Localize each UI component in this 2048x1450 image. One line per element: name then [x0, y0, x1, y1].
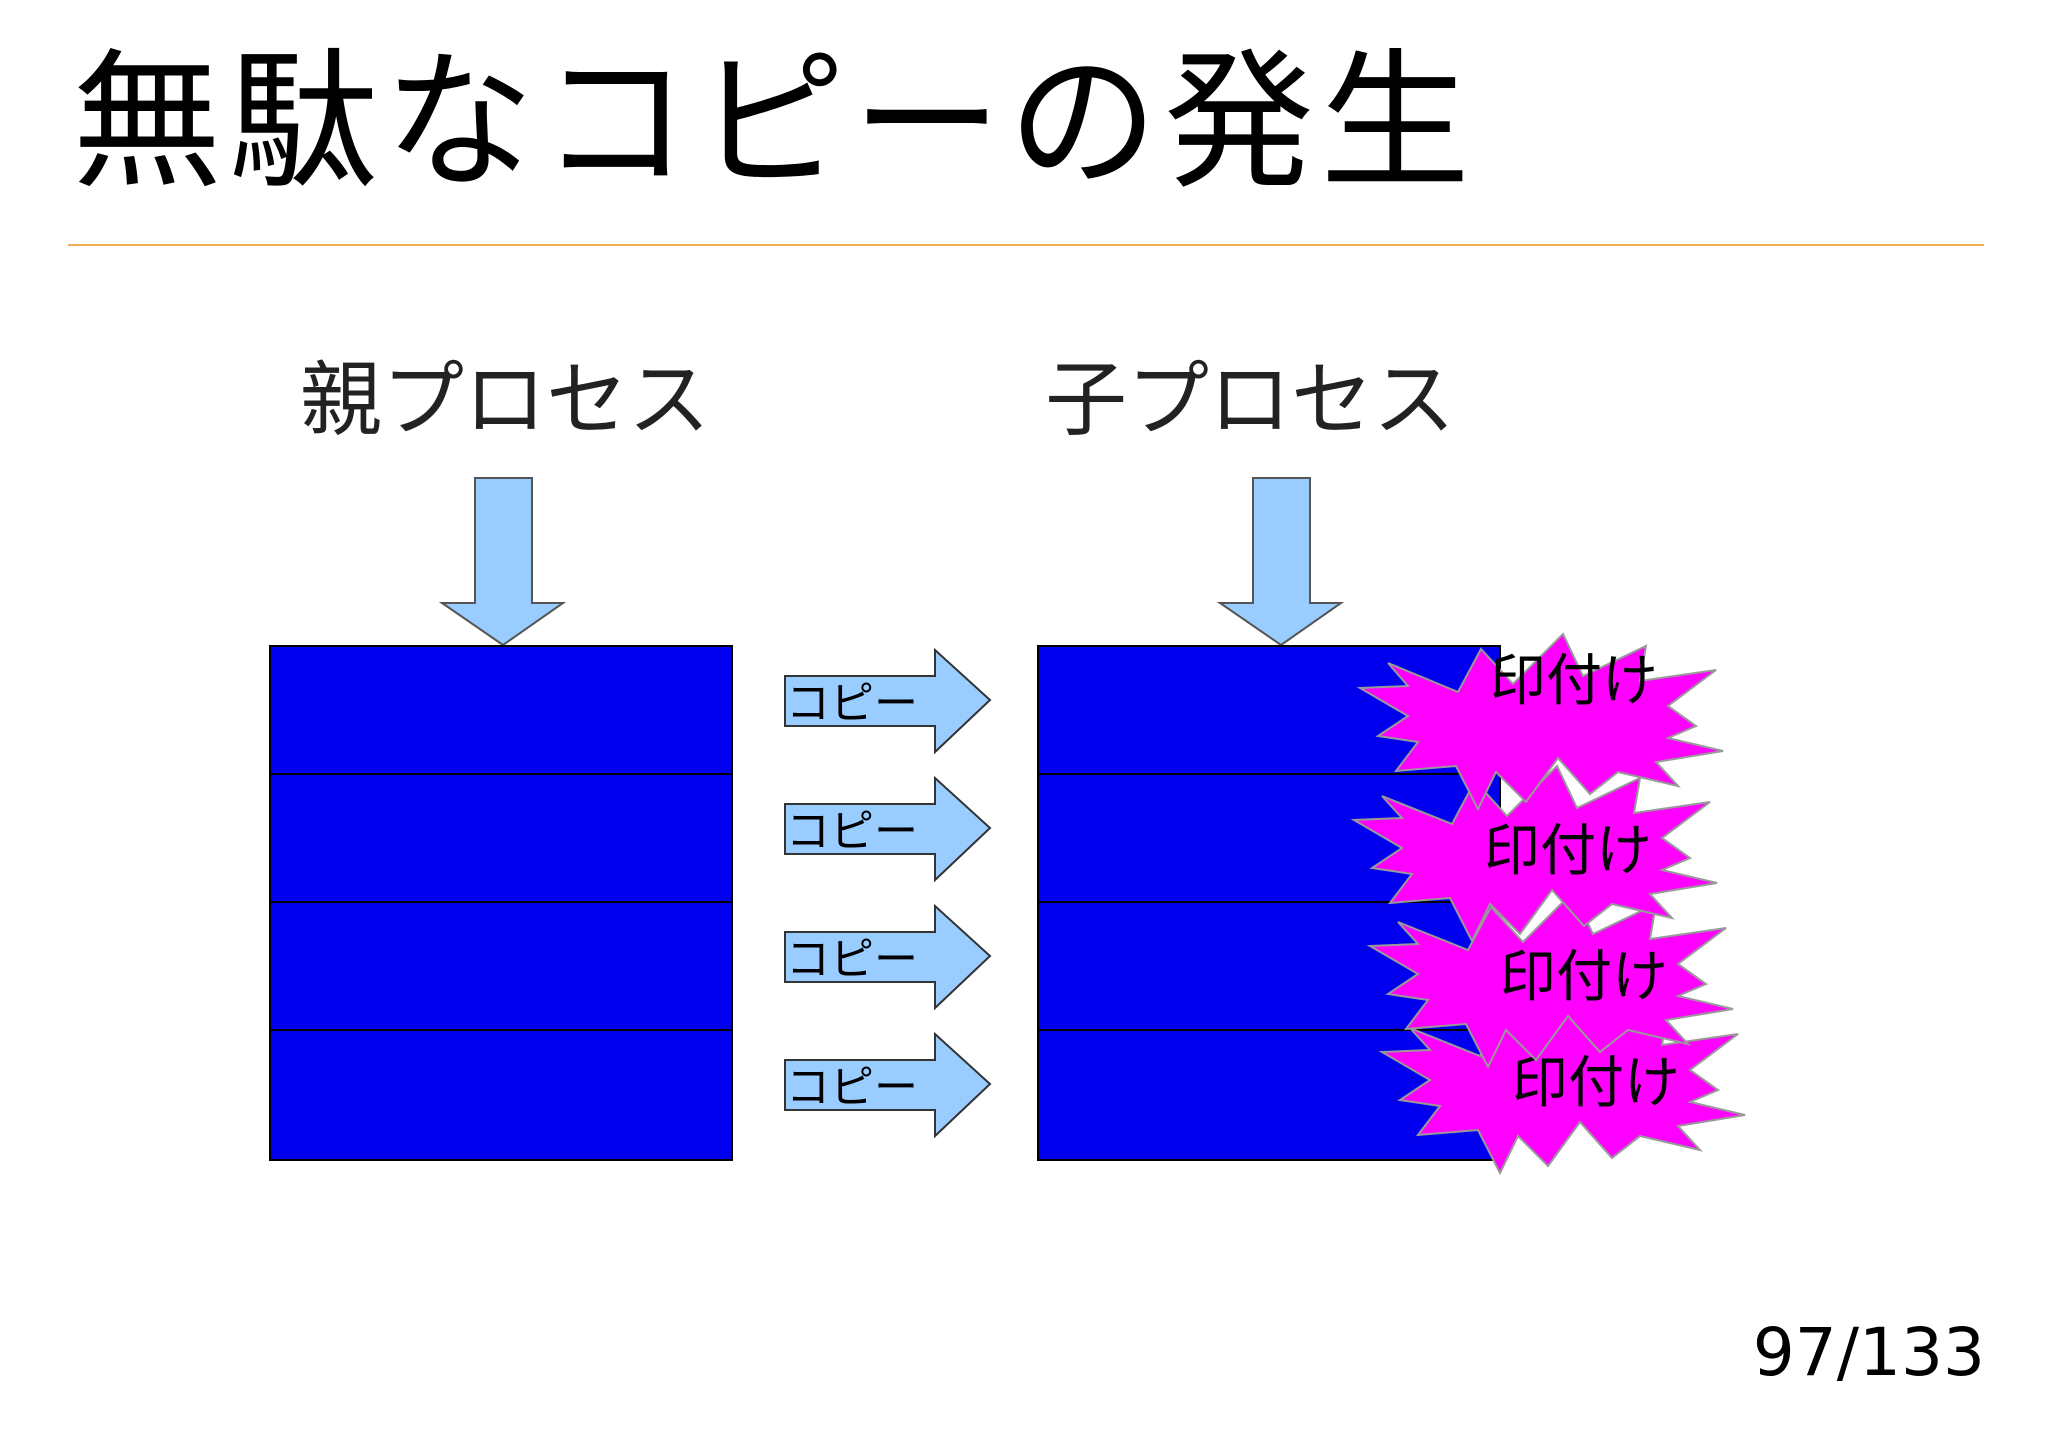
parent-page-block	[269, 901, 733, 1031]
copy-arrow: コピー	[784, 647, 992, 755]
parent-page-block	[269, 645, 733, 775]
mark-burst: 印付け	[1378, 996, 1746, 1176]
parent-process-label: 親プロセス	[300, 353, 711, 448]
copy-label: コピー	[786, 806, 918, 857]
copy-arrow-shape	[784, 647, 992, 755]
parent-down-arrow	[438, 477, 567, 647]
mark-burst: 印付け	[1366, 890, 1734, 1070]
copy-arrow-shape	[784, 775, 992, 883]
child-process-label: 子プロセス	[1045, 353, 1456, 448]
slide-title: 無駄なコピーの発生	[72, 36, 1477, 210]
mark-label: 印付け	[1484, 819, 1652, 884]
mark-burst: 印付け	[1356, 632, 1724, 812]
parent-page-block	[269, 773, 733, 903]
copy-label: コピー	[786, 678, 918, 729]
burst-shape	[1356, 632, 1724, 812]
page-number: 97/133	[1752, 1314, 1985, 1391]
parent-memory	[269, 645, 733, 1161]
copy-arrow: コピー	[784, 1031, 992, 1139]
mark-label: 印付け	[1500, 945, 1668, 1010]
copy-label: コピー	[786, 934, 918, 985]
mark-label: 印付け	[1512, 1051, 1680, 1116]
copy-arrow: コピー	[784, 903, 992, 1011]
copy-arrow: コピー	[784, 775, 992, 883]
title-divider	[68, 244, 1984, 246]
burst-shape	[1350, 764, 1718, 944]
child-down-arrow	[1216, 477, 1345, 647]
parent-page-block	[269, 1029, 733, 1161]
copy-arrow-shape	[784, 903, 992, 1011]
copy-arrow-shape	[784, 1031, 992, 1139]
mark-burst: 印付け	[1350, 764, 1718, 944]
copy-label: コピー	[786, 1062, 918, 1113]
mark-label: 印付け	[1490, 649, 1658, 714]
